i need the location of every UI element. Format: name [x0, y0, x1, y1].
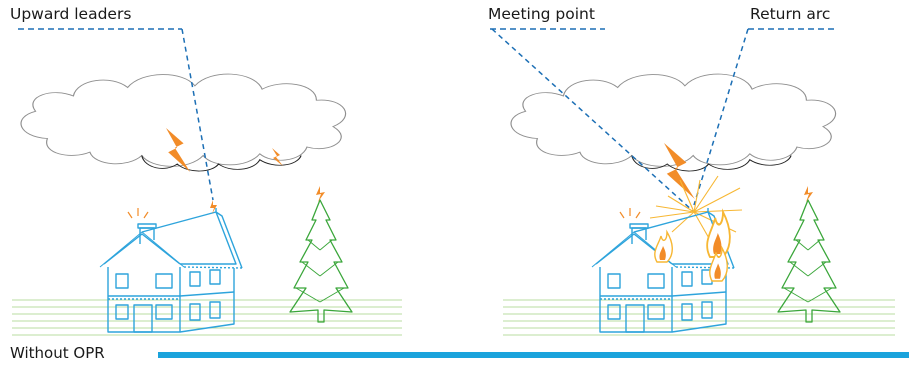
- left-scene: [12, 29, 402, 335]
- ground-lines: [12, 300, 402, 335]
- chimney-spark-icon-right: [620, 208, 640, 218]
- fire-icon: [655, 232, 672, 262]
- bottom-bar: [158, 352, 909, 358]
- right-scene: [490, 29, 895, 335]
- chimney-spark-icon: [128, 208, 148, 218]
- tree-icon: [290, 200, 352, 322]
- cloud-icon: [21, 74, 346, 171]
- house-icon: [100, 208, 242, 332]
- tree-icon-right: [778, 200, 840, 322]
